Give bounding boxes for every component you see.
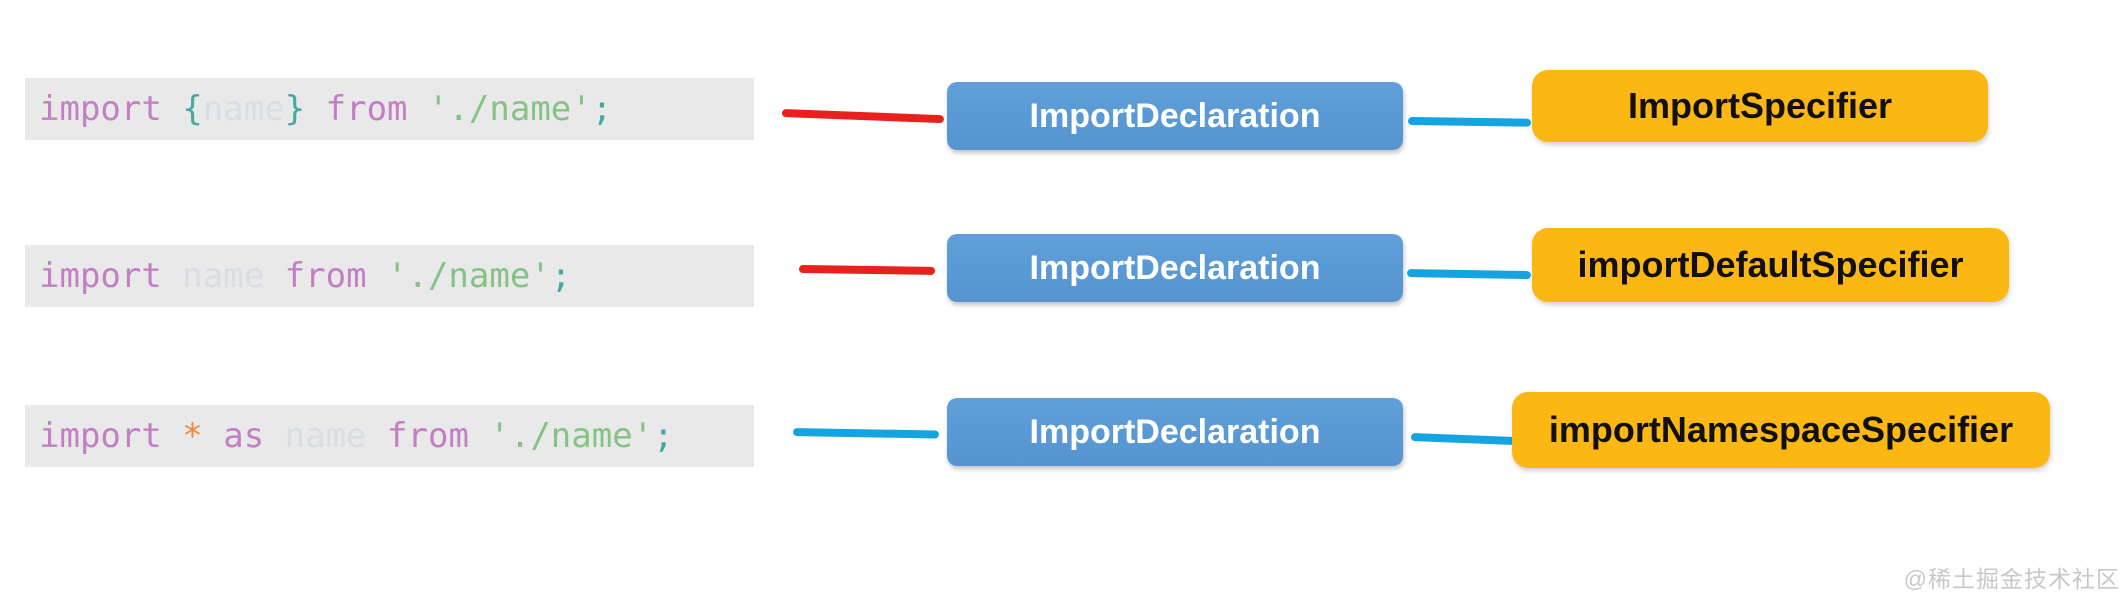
- code-token: './name': [489, 416, 654, 456]
- watermark-text: @稀土掘金技术社区: [1903, 566, 2120, 592]
- code-token: from: [284, 256, 388, 296]
- code-token: from: [387, 416, 490, 456]
- code-token: ;: [591, 89, 613, 129]
- code-token: as: [223, 416, 285, 456]
- code-token: import: [39, 416, 183, 456]
- code-token: ;: [653, 416, 674, 456]
- code-token: './name': [427, 89, 592, 129]
- import-declaration-label: ImportDeclaration: [1029, 96, 1321, 135]
- code-token: from: [325, 89, 428, 129]
- code-snippet-named-import: import {name} from './name';: [25, 78, 754, 140]
- import-namespace-specifier-node: importNamespaceSpecifier: [1512, 392, 2050, 468]
- connector-line-declaration-to-specifier: [1407, 117, 1532, 127]
- import-declaration-node: ImportDeclaration: [947, 398, 1403, 466]
- import-default-specifier-label: importDefaultSpecifier: [1577, 244, 1964, 285]
- import-declaration-label: ImportDeclaration: [1029, 248, 1321, 287]
- import-default-specifier-node: importDefaultSpecifier: [1532, 228, 2009, 302]
- connector-line-code-to-declaration: [798, 265, 936, 275]
- import-declaration-label: ImportDeclaration: [1029, 412, 1321, 451]
- import-declaration-node: ImportDeclaration: [947, 82, 1403, 150]
- import-namespace-specifier-label: importNamespaceSpecifier: [1548, 409, 2014, 450]
- code-token: import: [39, 256, 183, 296]
- connector-line-code-to-declaration: [792, 428, 940, 439]
- code-token: }: [284, 89, 326, 129]
- code-token: ;: [550, 256, 572, 296]
- code-token: {: [182, 89, 203, 129]
- connector-line-declaration-to-specifier: [1406, 269, 1532, 280]
- import-declaration-node: ImportDeclaration: [947, 234, 1403, 302]
- connector-line-code-to-declaration: [781, 109, 945, 124]
- import-specifier-node: ImportSpecifier: [1532, 70, 1988, 142]
- code-token: name: [284, 416, 388, 456]
- code-token: import: [39, 89, 183, 129]
- import-specifier-label: ImportSpecifier: [1627, 85, 1893, 126]
- code-token: './name': [387, 256, 551, 296]
- code-snippet-default-import: import name from './name';: [25, 245, 754, 307]
- code-token: name: [182, 256, 285, 296]
- connector-line-declaration-to-specifier: [1410, 433, 1516, 445]
- code-token: *: [182, 416, 224, 456]
- code-token: name: [202, 89, 285, 129]
- code-snippet-namespace-import: import * as name from './name';: [25, 405, 754, 467]
